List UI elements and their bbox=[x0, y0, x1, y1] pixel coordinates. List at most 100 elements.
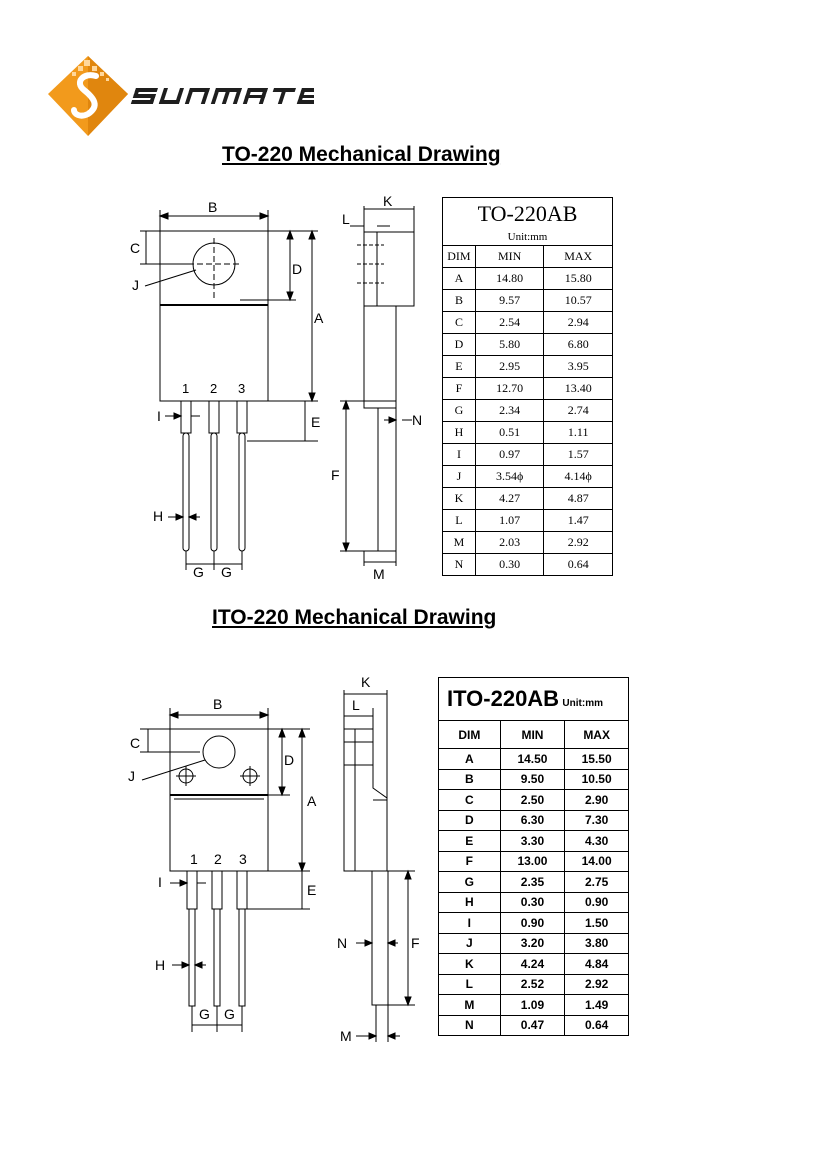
table-cell: 12.70 bbox=[474, 377, 545, 400]
to220-pin-3: 3 bbox=[238, 381, 246, 396]
to220-label-j: J bbox=[132, 277, 139, 293]
table-cell: G bbox=[442, 399, 476, 422]
table-cell: 0.30 bbox=[474, 553, 545, 576]
ito220-label-i: I bbox=[158, 874, 162, 890]
table-cell: 0.97 bbox=[474, 443, 545, 466]
table-cell: 3.80 bbox=[564, 932, 629, 954]
table-cell: 2.35 bbox=[499, 871, 566, 893]
to220-pin-2: 2 bbox=[210, 381, 218, 396]
table-cell: 1.57 bbox=[543, 443, 613, 466]
table-cell: L bbox=[442, 509, 476, 532]
table-cell: 1.47 bbox=[543, 509, 613, 532]
ito220-pin-3: 3 bbox=[239, 851, 247, 867]
table-cell: F bbox=[438, 850, 501, 872]
to220-table-header: DIM MIN MAX bbox=[442, 245, 613, 268]
table-cell: 1.07 bbox=[474, 509, 545, 532]
to220-table-unit: Unit:mm bbox=[442, 229, 613, 246]
table-cell: 1.11 bbox=[543, 421, 613, 444]
table-cell: 4.27 bbox=[474, 487, 545, 510]
ito220-heading: ITO-220 Mechanical Drawing bbox=[212, 606, 497, 629]
to220-label-l: L bbox=[342, 211, 350, 227]
to220-label-a: A bbox=[314, 310, 324, 326]
table-cell: 2.94 bbox=[543, 311, 613, 334]
table-cell: 1.09 bbox=[499, 994, 566, 1016]
ito220-pin-2: 2 bbox=[214, 851, 222, 867]
table-cell: MIN bbox=[499, 720, 566, 749]
table-cell: 2.92 bbox=[564, 973, 629, 995]
to220-label-f: F bbox=[331, 467, 340, 483]
to220-label-b: B bbox=[208, 199, 218, 215]
table-cell: 0.64 bbox=[543, 553, 613, 576]
table-cell: 4.14ϕ bbox=[543, 465, 613, 488]
ito220-label-k: K bbox=[361, 674, 371, 690]
table-cell: ITO-220AB Unit:mm bbox=[438, 677, 629, 721]
table-cell: 7.30 bbox=[564, 809, 629, 831]
ito220-label-m: M bbox=[340, 1028, 352, 1044]
to220-label-h: H bbox=[153, 508, 164, 524]
table-cell: B bbox=[438, 768, 501, 790]
to220-label-e: E bbox=[311, 414, 321, 430]
table-cell: 9.57 bbox=[474, 289, 545, 312]
table-cell: 2.95 bbox=[474, 355, 545, 378]
table-cell: I bbox=[442, 443, 476, 466]
table-cell: 0.90 bbox=[564, 891, 629, 913]
table-cell: DIM bbox=[438, 720, 501, 749]
table-cell: 4.24 bbox=[499, 953, 566, 975]
table-cell: I bbox=[438, 912, 501, 934]
ito220-table-header: DIM MIN MAX bbox=[438, 720, 629, 749]
ito220-label-h: H bbox=[155, 957, 166, 973]
table-cell: F bbox=[442, 377, 476, 400]
table-cell: H bbox=[438, 891, 501, 913]
table-cell: 6.80 bbox=[543, 333, 613, 356]
table-cell: J bbox=[442, 465, 476, 488]
to220-heading: TO-220 Mechanical Drawing bbox=[222, 143, 501, 166]
ito220-pin-1: 1 bbox=[190, 851, 198, 867]
table-cell: 15.80 bbox=[543, 267, 613, 290]
table-cell: N bbox=[442, 553, 476, 576]
table-cell: 2.50 bbox=[499, 789, 566, 811]
ito220-label-e: E bbox=[307, 882, 317, 898]
table-cell: M bbox=[442, 531, 476, 554]
ito220-label-j: J bbox=[128, 768, 135, 784]
table-cell: 5.80 bbox=[474, 333, 545, 356]
to220-label-d: D bbox=[292, 261, 303, 277]
table-cell: L bbox=[438, 973, 501, 995]
to220-label-m: M bbox=[373, 566, 385, 582]
table-cell: J bbox=[438, 932, 501, 954]
table-cell: A bbox=[442, 267, 476, 290]
table-cell: K bbox=[442, 487, 476, 510]
table-cell: E bbox=[438, 830, 501, 852]
ito220-table-title: ITO-220AB bbox=[447, 686, 560, 711]
table-cell: 14.80 bbox=[474, 267, 545, 290]
table-cell: E bbox=[442, 355, 476, 378]
ito220-label-b: B bbox=[213, 696, 223, 712]
table-cell: 3.95 bbox=[543, 355, 613, 378]
table-cell: 0.47 bbox=[499, 1014, 566, 1036]
table-cell: 2.90 bbox=[564, 789, 629, 811]
to220-label-g1: G bbox=[193, 564, 204, 580]
to220-table-title: TO-220AB bbox=[442, 197, 613, 229]
table-cell: 0.90 bbox=[499, 912, 566, 934]
table-cell: 3.20 bbox=[499, 932, 566, 954]
table-cell: A bbox=[438, 748, 501, 770]
ito220-label-g1: G bbox=[199, 1006, 210, 1022]
table-cell: 14.00 bbox=[564, 850, 629, 872]
ito220-table-unit: Unit:mm bbox=[562, 698, 603, 709]
to220-drawing bbox=[140, 206, 415, 570]
